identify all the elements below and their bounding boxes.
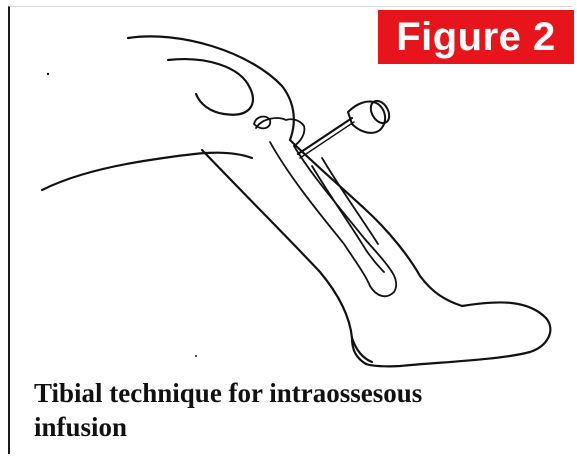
tibia-bone-icon: [270, 142, 370, 286]
ankle-bone-icon: [370, 272, 396, 296]
thigh-lower-contour: [42, 153, 252, 190]
foot-outline: [366, 302, 550, 366]
figure-caption: Tibial technique for intraossesous infus…: [34, 376, 554, 444]
shin-front-contour: [290, 140, 462, 306]
syringe-hub-icon: [348, 98, 393, 133]
thigh-upper-contour: [128, 36, 294, 140]
tibia-head-icon: [256, 118, 304, 146]
calf-back-contour: [202, 150, 366, 364]
intraosseous-needle-icon: [298, 118, 352, 154]
caption-line-2: infusion: [34, 410, 554, 444]
knee-patella-icon: [168, 59, 253, 115]
caption-line-1: Tibial technique for intraossesous: [34, 376, 554, 410]
